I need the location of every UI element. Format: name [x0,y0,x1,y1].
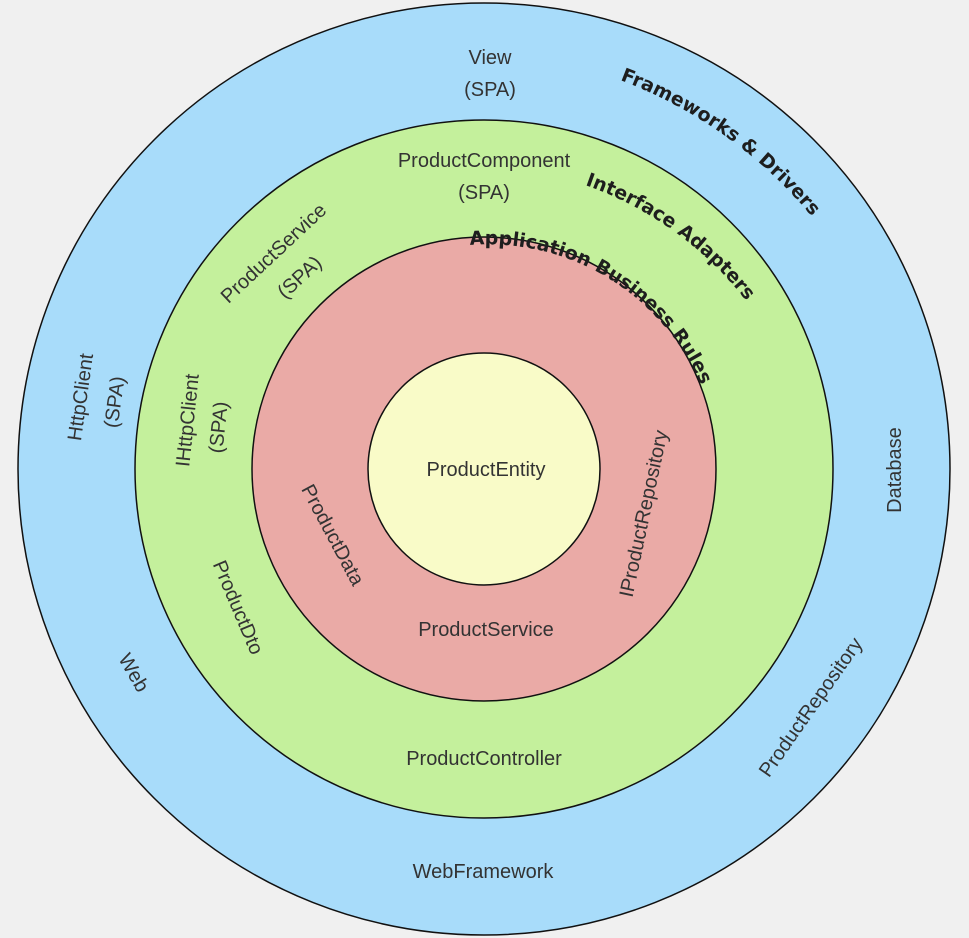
product-component-note: (SPA) [458,182,510,204]
ihttpclient-spa-note: (SPA) [205,400,232,454]
product-service-label: ProductService [418,619,554,641]
view-label: View [469,47,513,69]
database-label: Database [884,427,906,513]
view-note: (SPA) [464,79,516,101]
web-framework-label: WebFramework [413,861,555,883]
entity-core-circle [367,352,601,586]
product-entity-label: ProductEntity [427,459,546,481]
product-component-label: ProductComponent [398,150,571,172]
product-controller-label: ProductController [406,748,562,770]
